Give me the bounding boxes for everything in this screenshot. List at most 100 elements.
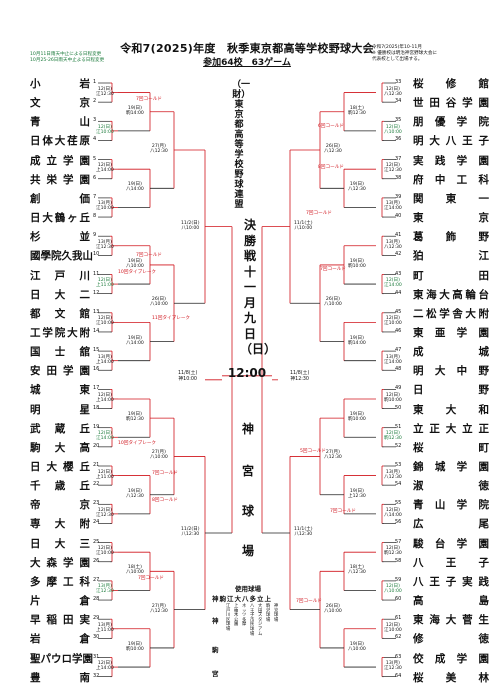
- team-name: 共栄学園: [30, 173, 90, 186]
- team-number: 47: [395, 347, 402, 354]
- game-schedule-line: 八12:30: [324, 149, 342, 155]
- team-number: 50: [395, 404, 402, 411]
- game-schedule-line: 江12:30: [384, 168, 402, 174]
- game-schedule-line: 12(日): [385, 584, 400, 590]
- game-schedule: 19(日)八12:30: [348, 182, 366, 192]
- game-schedule-line: 13(月): [97, 239, 112, 245]
- team-number: 41: [395, 232, 402, 239]
- game-schedule: 26(日)八10:00: [324, 604, 342, 614]
- team-number: 30: [93, 634, 100, 641]
- game-schedule-line: 13(月): [385, 469, 400, 475]
- team-name: 都文館: [30, 307, 90, 320]
- team-number: 48: [395, 366, 402, 373]
- game-schedule: 18(土)駒12:30: [348, 106, 366, 116]
- right-semifinal-info: 11/8(土) 神12:30: [290, 371, 309, 382]
- game-schedule: 19(日)八10:00: [348, 642, 366, 652]
- team-name: 安田学園: [30, 365, 90, 378]
- team-number: 58: [395, 557, 402, 564]
- game-schedule: 27(月)八10:00: [150, 450, 168, 460]
- team-name: 青 山: [30, 116, 90, 129]
- game-schedule-line: 26(日): [151, 297, 166, 303]
- team-name: 東海大菅生: [413, 614, 489, 627]
- team-number: 36: [395, 136, 402, 143]
- game-schedule-line: 八12:30: [384, 244, 402, 250]
- game-schedule-line: 八10:00: [150, 455, 168, 461]
- team-name: 杉 並: [30, 231, 90, 244]
- game-schedule: 12(日)江10:00: [96, 125, 114, 135]
- semi-time: 神10:00: [178, 376, 197, 382]
- team-number: 15: [93, 347, 100, 354]
- game-schedule-line: 18(土): [349, 105, 364, 111]
- game-schedule-line: 12(日): [385, 316, 400, 322]
- game-schedule-line: 19(日): [127, 488, 142, 494]
- venue-table-heads: 神駒江大八多立上: [212, 595, 272, 603]
- game-schedule: 12(日)上14:00: [96, 393, 114, 403]
- game-schedule-line: 駒10:00: [384, 397, 402, 403]
- game-schedule-line: 13(月): [97, 584, 112, 590]
- team-name: 早稲田実: [30, 614, 90, 627]
- game-schedule-line: 江12:30: [384, 666, 402, 672]
- game-schedule: 26(日)八10:00: [324, 297, 342, 307]
- team-number: 52: [395, 442, 402, 449]
- game-schedule-line: 11/1(土): [294, 527, 313, 533]
- game-schedule-line: 12(日): [97, 507, 112, 513]
- game-schedule-line: 11/1(土): [294, 220, 313, 226]
- team-number: 4: [93, 136, 97, 143]
- game-schedule-line: 江14:00: [96, 436, 114, 442]
- team-name: 駿台学園: [413, 537, 489, 550]
- team-number: 49: [395, 385, 402, 392]
- game-schedule-line: 八12:30: [384, 474, 402, 480]
- team-name: 成 城: [413, 346, 489, 359]
- game-schedule-line: 八14:00: [126, 187, 144, 193]
- team-name: 八 王 子: [413, 556, 489, 569]
- subtitle: 参加64校 63ゲーム: [203, 58, 291, 68]
- team-name: 多摩工科: [30, 575, 90, 588]
- game-schedule: 19(日)駒12:30: [126, 412, 144, 422]
- game-schedule: 13(月)江14:00: [384, 201, 402, 211]
- game-schedule: 12(日)江12:30: [96, 508, 114, 518]
- game-schedule-line: 12(日): [97, 86, 112, 92]
- team-name: 豊 南: [30, 671, 90, 684]
- game-schedule: 11/2(日)八12:30: [181, 527, 200, 537]
- venue-row: 駒: [212, 646, 219, 654]
- game-schedule-line: 八12:30: [181, 532, 200, 538]
- note-left: 10月11日雨天中止による日程変更 10月25-26日雨天中止よる日程変更: [30, 52, 104, 64]
- team-number: 54: [395, 481, 402, 488]
- game-schedule: 12(日)八10:00: [384, 125, 402, 135]
- game-schedule: 12(日)駒10:00: [384, 393, 402, 403]
- annotation: 8回コールド: [318, 165, 344, 170]
- game-schedule: 12(日)江10:00: [96, 546, 114, 556]
- game-schedule: 12(日)江12:30: [96, 87, 114, 97]
- team-number: 40: [395, 213, 402, 220]
- game-schedule: 13(月)江10:00: [96, 201, 114, 211]
- team-number: 59: [395, 576, 402, 583]
- team-number: 16: [93, 366, 100, 373]
- team-name: 修 徳: [413, 633, 489, 646]
- game-schedule-line: 18(土): [127, 565, 142, 571]
- game-schedule-line: 27(月): [151, 144, 166, 150]
- annotation: 8回コールド: [152, 498, 178, 503]
- game-schedule-line: 12(日): [97, 431, 112, 437]
- game-schedule: 13(月)江14:00: [384, 355, 402, 365]
- team-number: 23: [93, 500, 100, 507]
- team-number: 8: [93, 213, 97, 220]
- team-name: 武 蔵 丘: [30, 422, 90, 435]
- game-schedule: 27(月)八12:30: [150, 144, 168, 154]
- game-schedule: 27(月)八12:30: [150, 604, 168, 614]
- game-schedule-line: 八10:00: [126, 263, 144, 269]
- game-schedule-line: 江10:00: [384, 321, 402, 327]
- team-name: 国 士 舘: [30, 346, 90, 359]
- game-schedule: 12(日)駒12:30: [384, 431, 402, 441]
- team-number: 56: [395, 519, 402, 526]
- team-number: 44: [395, 289, 402, 296]
- team-name: 創 価: [30, 192, 90, 205]
- game-schedule: 12(日)江12:30: [384, 163, 402, 173]
- game-schedule-line: 八10:00: [150, 302, 168, 308]
- team-name: 町 田: [413, 269, 489, 282]
- game-schedule-line: 11/2(日): [181, 527, 200, 533]
- game-schedule-line: 駒10:00: [348, 417, 366, 423]
- team-name: 日 大 二: [30, 288, 90, 301]
- note-line: ※ 優勝校は明治神宮野球大会に: [372, 51, 438, 56]
- game-schedule-line: 12(日): [385, 392, 400, 398]
- game-schedule-line: 26(日): [325, 297, 340, 303]
